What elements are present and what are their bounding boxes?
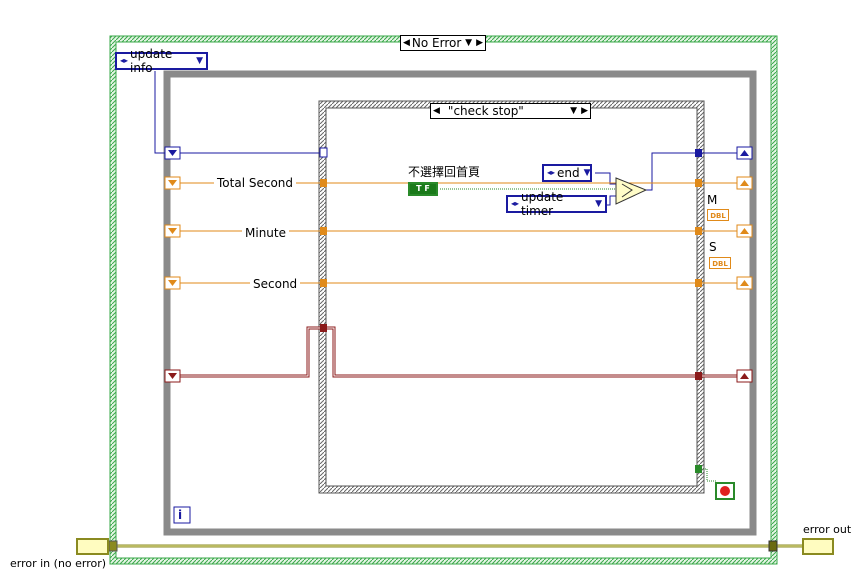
decrement-arrow-icon[interactable]: ◀ bbox=[403, 38, 410, 48]
second-label: Second bbox=[250, 277, 301, 291]
total-second-label: Total Second bbox=[214, 176, 297, 190]
case-tunnels bbox=[319, 147, 702, 473]
error-cluster-terminals[interactable] bbox=[76, 538, 834, 555]
select-function[interactable] bbox=[615, 177, 648, 205]
enum-increment-icon: ◂▸ bbox=[120, 56, 129, 65]
minute-label: Minute bbox=[242, 226, 289, 240]
end-label: end bbox=[557, 166, 580, 180]
update-info-label: update info bbox=[130, 47, 173, 75]
m-indicator-label: M bbox=[707, 193, 718, 207]
m-indicator[interactable]: DBL bbox=[707, 209, 729, 221]
shift-registers-left[interactable] bbox=[164, 146, 181, 383]
increment-arrow-icon[interactable]: ▶ bbox=[581, 106, 588, 116]
chevron-down-icon: ▼ bbox=[196, 56, 203, 66]
enum-increment-icon: ◂▸ bbox=[547, 168, 556, 177]
boolean-constant[interactable]: T F bbox=[408, 182, 438, 196]
dropdown-arrow-icon[interactable]: ▼ bbox=[465, 38, 473, 48]
boolean-constant-value: T F bbox=[416, 184, 430, 193]
chevron-down-icon: ▼ bbox=[583, 168, 591, 178]
enum-increment-icon: ◂▸ bbox=[511, 199, 520, 208]
error-in-label: error in (no error) bbox=[10, 557, 107, 570]
update-timer-label: update timer bbox=[521, 190, 564, 218]
chevron-down-icon: ▼ bbox=[595, 199, 602, 209]
update-info-enum[interactable]: ◂▸ update info ▼ bbox=[115, 47, 208, 75]
update-timer-enum[interactable]: ◂▸ update timer ▼ bbox=[506, 190, 607, 218]
outer-case-selector[interactable]: ◀ No Error ▼ ▶ bbox=[400, 35, 486, 51]
iteration-terminal bbox=[173, 506, 191, 524]
inner-case-selector[interactable]: ◀ "check stop" ▼ ▶ bbox=[430, 103, 591, 119]
inner-case-structure[interactable] bbox=[318, 100, 705, 494]
dropdown-arrow-icon[interactable]: ▼ bbox=[570, 106, 578, 116]
outer-case-selector-label: No Error bbox=[411, 36, 462, 50]
inner-case-selector-label: "check stop" bbox=[447, 104, 524, 118]
while-loop[interactable] bbox=[163, 70, 757, 536]
end-enum[interactable]: ◂▸ end ▼ bbox=[542, 164, 592, 182]
error-out-label: error out bbox=[803, 523, 852, 536]
m-indicator-type: DBL bbox=[710, 212, 726, 220]
iteration-terminal-label: i bbox=[178, 508, 183, 522]
shift-registers-right[interactable] bbox=[736, 146, 753, 383]
decrement-arrow-icon[interactable]: ◀ bbox=[433, 106, 440, 116]
boolean-label: 不選擇回首頁 bbox=[408, 165, 481, 179]
s-indicator-label: S bbox=[709, 240, 717, 254]
increment-arrow-icon[interactable]: ▶ bbox=[476, 38, 483, 48]
s-indicator[interactable]: DBL bbox=[709, 257, 731, 269]
s-indicator-type: DBL bbox=[712, 260, 728, 268]
stop-terminal[interactable] bbox=[715, 482, 735, 500]
